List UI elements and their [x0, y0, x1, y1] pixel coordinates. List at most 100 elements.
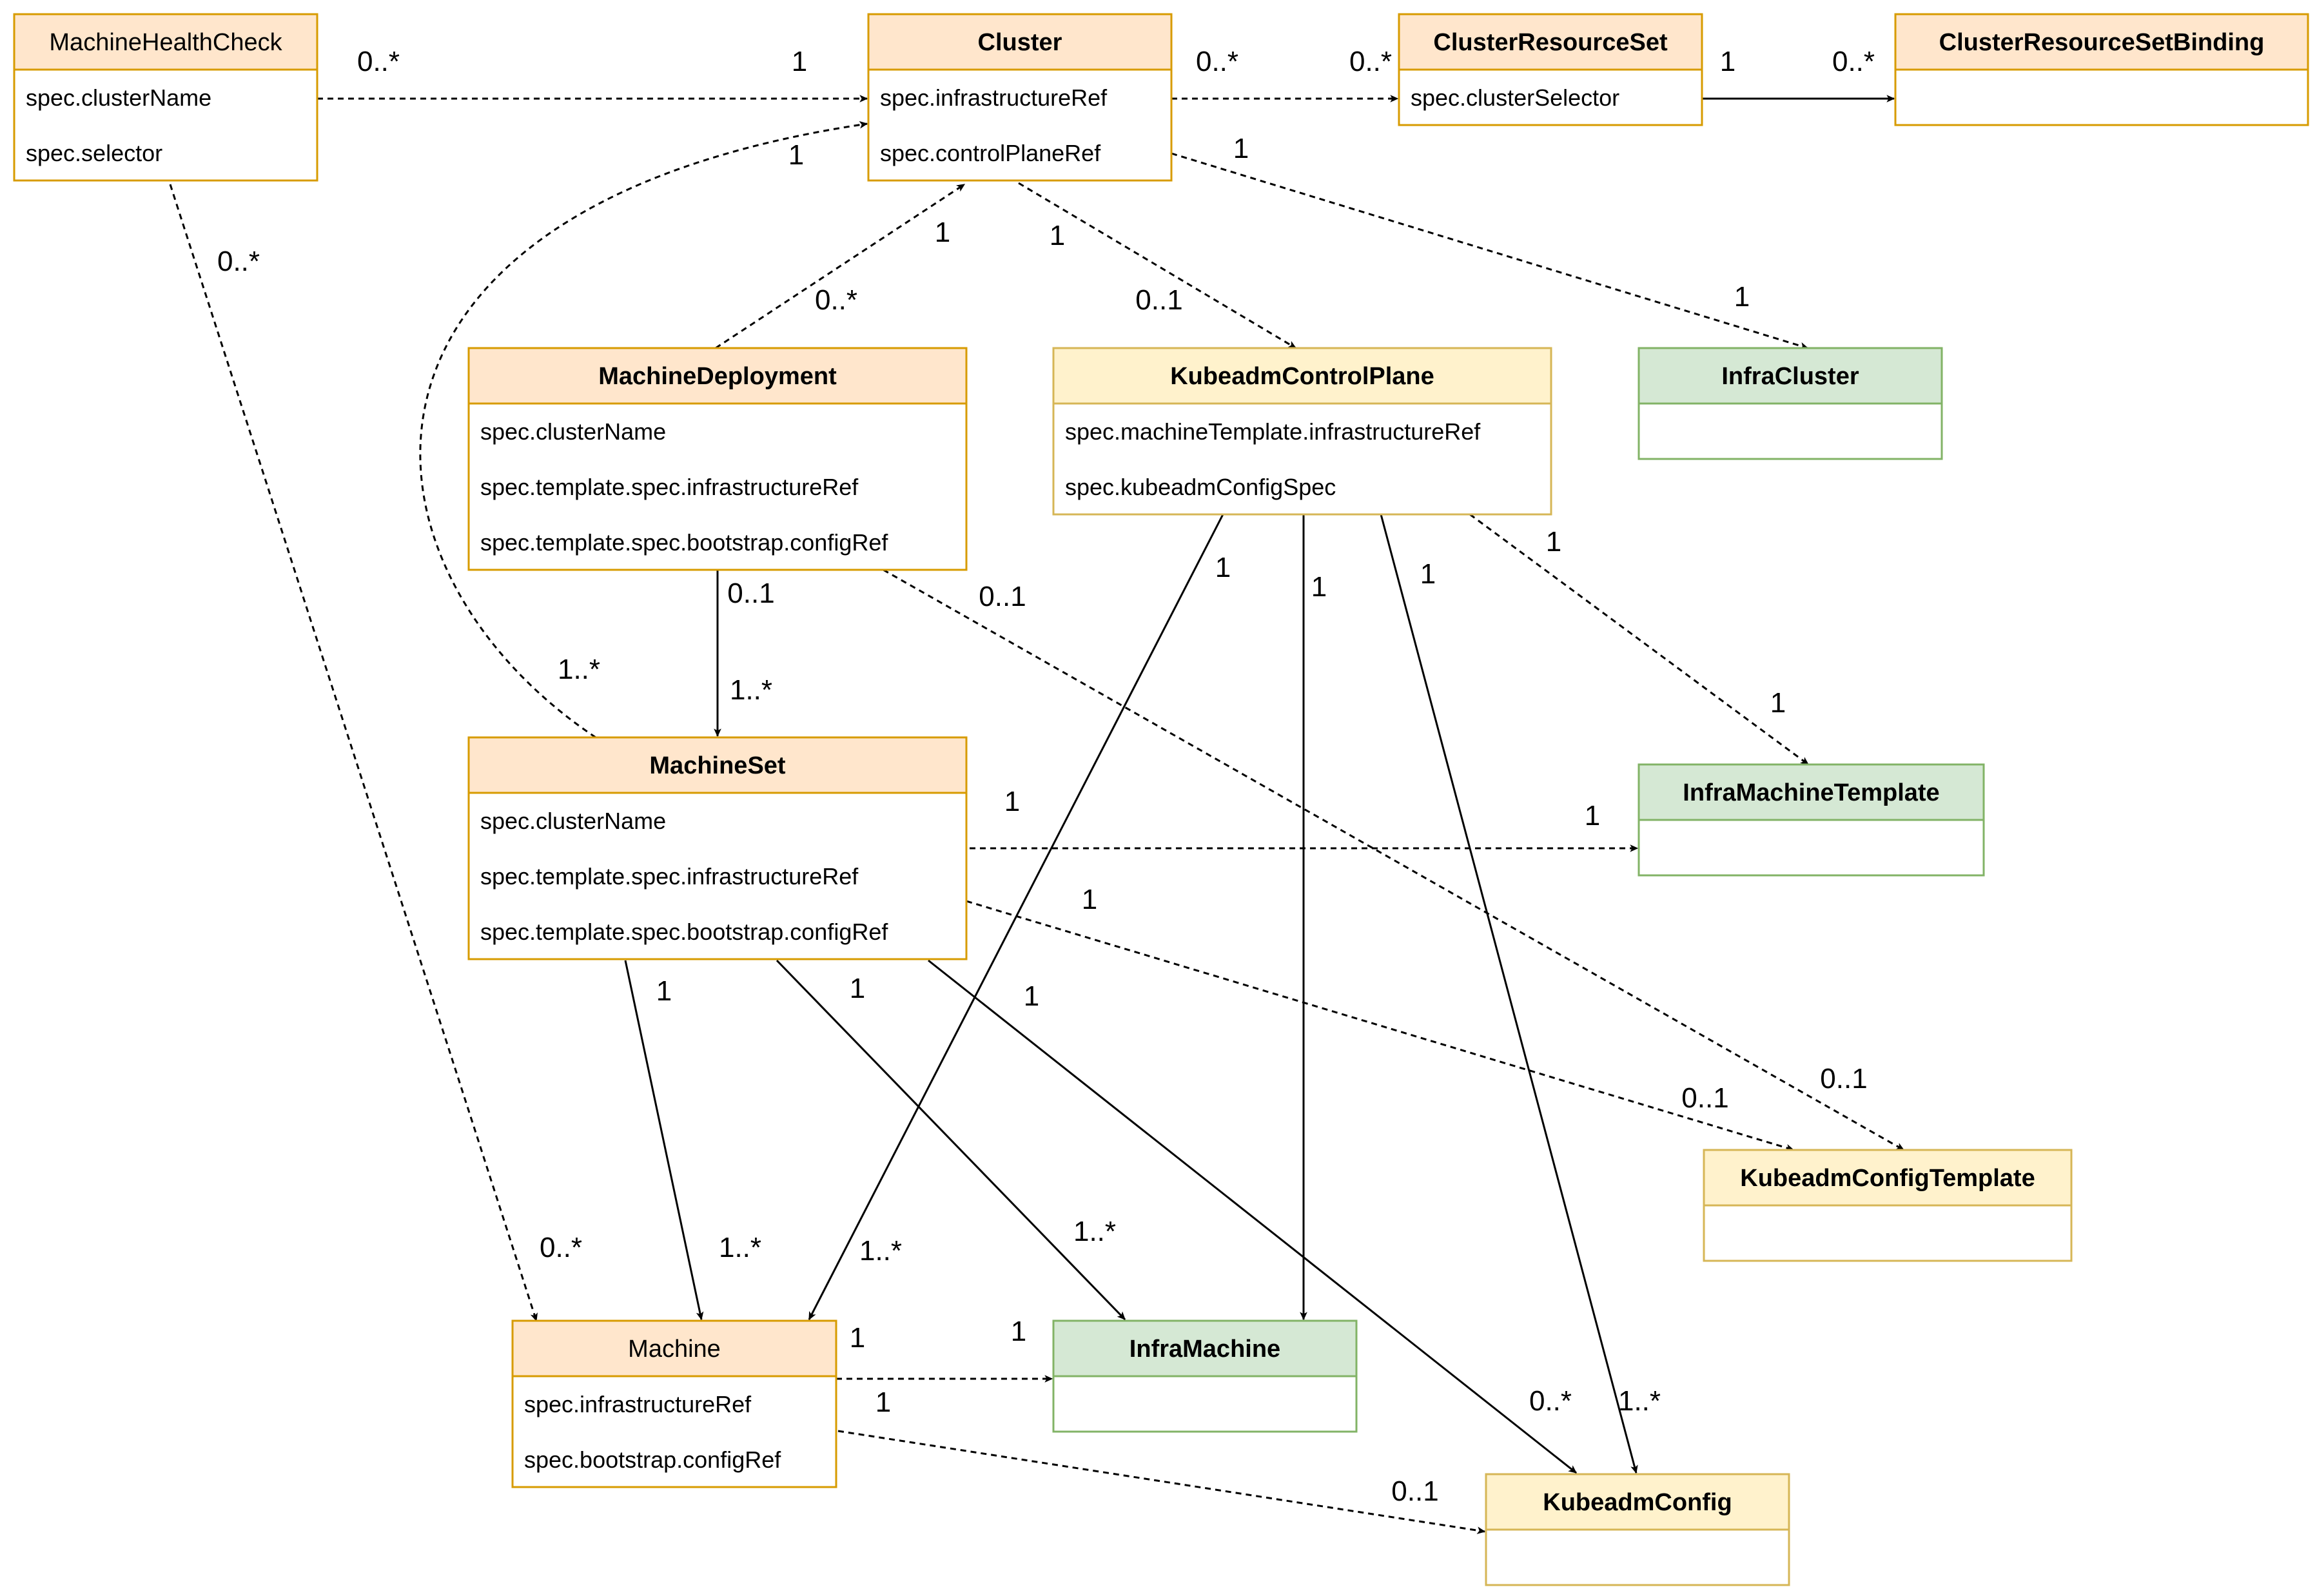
cluster-class-box: Clusterspec.infrastructureRefspec.contro…: [867, 13, 1173, 182]
clusterresourcesetbinding-title: ClusterResourceSetBinding: [1939, 29, 2265, 56]
multiplicity-label: 1: [1082, 884, 1097, 915]
kubeadmconfigtemplate-body: [1703, 1204, 2073, 1262]
machinedeployment-class-box: MachineDeployment spec.clusterName spec.te…: [467, 347, 968, 571]
machine-field: spec.infrastructureRef: [524, 1391, 752, 1417]
machinehealthcheck-field: spec.clusterName: [26, 84, 211, 111]
kubeadmcontrolplane-body: [1052, 402, 1552, 516]
machine-field: spec.bootstrap.configRef: [524, 1446, 781, 1473]
machinedeployment-field: spec.template.spec.infrastructureRef: [480, 474, 859, 500]
edge-machinehealthcheck-to-machine: [169, 184, 538, 1322]
multiplicity-label: 0..*: [357, 46, 400, 77]
multiplicity-label: 1: [1734, 281, 1750, 313]
multiplicity-label: 1: [850, 1322, 865, 1354]
edge-machine-to-kubeadmconfig: [837, 1430, 1486, 1534]
machine-body: [511, 1375, 837, 1488]
machine-title: Machine: [628, 1336, 721, 1363]
inframachinetemplate-title: InfraMachineTemplate: [1683, 779, 1939, 806]
multiplicity-label: 1: [788, 139, 804, 171]
kubeadmcontrolplane-header: [1052, 347, 1552, 405]
multiplicity-label: 1..*: [1618, 1385, 1661, 1417]
machinedeployment-field: spec.template.spec.bootstrap.configRef: [480, 529, 888, 556]
inframachinetemplate-body: [1638, 819, 1985, 877]
kubeadmcontrolplane-field: spec.machineTemplate.infrastructureRef: [1065, 418, 1481, 445]
multiplicity-label: 0..*: [217, 246, 260, 277]
kubeadmconfig-body: [1485, 1528, 1790, 1586]
multiplicity-label: 0..*: [1529, 1385, 1572, 1417]
cluster-title: Cluster: [978, 29, 1062, 56]
kubeadmconfig-class-box: KubeadmConfig: [1485, 1473, 1790, 1586]
inframachine-title: InfraMachine: [1129, 1336, 1280, 1363]
inframachine-class-box: InfraMachine: [1052, 1319, 1358, 1433]
machinedeployment-title: MachineDeployment: [598, 363, 837, 390]
edge-machineset-to-inframachine: [776, 959, 1126, 1321]
edge-machineset-to-machine: [624, 960, 704, 1321]
machinehealthcheck-title: MachineHealthCheck: [49, 29, 282, 56]
clusterresourceset-title: ClusterResourceSet: [1433, 29, 1668, 56]
machinedeployment-header: [467, 347, 968, 405]
infracluster-class-box: InfraCluster: [1638, 347, 1943, 460]
multiplicity-label: 0..*: [1349, 46, 1392, 77]
infracluster-header: [1638, 347, 1943, 405]
multiplicity-label: 1: [1770, 687, 1786, 719]
multiplicity-label: 1: [1011, 1316, 1026, 1347]
multiplicity-label: 0..1: [727, 578, 774, 609]
multiplicity-label: 0..*: [1832, 46, 1875, 77]
kubeadmconfigtemplate-class-box: KubeadmConfigTemplate: [1703, 1149, 2073, 1262]
edge-machineset-to-cluster: [419, 121, 868, 739]
clusterresourceset-field: spec.clusterSelector: [1411, 84, 1619, 111]
multiplicity-label: 1: [656, 975, 672, 1007]
machinedeployment-field: spec.clusterName: [480, 418, 666, 445]
machineset-header: [467, 736, 968, 794]
multiplicity-label: 1: [1233, 133, 1249, 164]
multiplicity-label: 1..*: [719, 1232, 761, 1263]
multiplicity-label: 1: [1024, 980, 1039, 1012]
multiplicity-label: 1: [792, 46, 807, 77]
machinehealthcheck-body: [13, 68, 318, 182]
edge-cluster-to-infracluster: [1171, 152, 1809, 350]
multiplicity-label: 1..*: [1073, 1216, 1116, 1247]
clusterresourceset-body: [1398, 68, 1703, 126]
inframachinetemplate-class-box: InfraMachineTemplate: [1638, 763, 1985, 877]
machine-header: [511, 1319, 837, 1377]
machineset-title: MachineSet: [649, 752, 786, 779]
multiplicity-label: 1: [1050, 220, 1065, 251]
machineset-field: spec.template.spec.bootstrap.configRef: [480, 919, 888, 945]
kubeadmconfigtemplate-header: [1703, 1149, 2073, 1207]
clusterresourceset-class-box: ClusterResourceSet spec.clusterSelector: [1398, 13, 1703, 126]
edge-machineset-to-kubeadmconfigtemplate: [966, 900, 1795, 1152]
clusterresourcesetbinding-header: [1894, 13, 2309, 71]
multiplicity-label: 1: [1215, 552, 1231, 583]
multiplicity-label: 1: [1546, 526, 1561, 558]
multiplicity-labels-layer: 0..* 1 0..* 0..* 1 0..* 1 1 1 0..1 0..* 1 1..* 1 0..* 0…: [217, 46, 1875, 1507]
multiplicity-label: 1: [1004, 786, 1020, 817]
machineset-class-box: MachineSet spec.clusterName spec.template.…: [467, 736, 968, 960]
clusterresourcesetbinding-class-box: ClusterResourceSetBinding: [1894, 13, 2309, 126]
infracluster-title: InfraCluster: [1721, 363, 1859, 390]
machineset-body: [467, 792, 968, 960]
edges-layer: [169, 95, 1905, 1534]
edge-machinedeployment-to-cluster: [715, 183, 966, 349]
multiplicity-label: 0..1: [1391, 1475, 1438, 1507]
inframachinetemplate-header: [1638, 763, 1985, 821]
kubeadmconfigtemplate-title: KubeadmConfigTemplate: [1740, 1165, 2035, 1192]
machinehealthcheck-field: spec.selector: [26, 140, 162, 166]
edge-machineset-to-kubeadmconfig: [928, 959, 1578, 1474]
multiplicity-label: 1..*: [859, 1235, 902, 1267]
machine-class-box: Machine spec.infrastructureRef spec.bootst…: [511, 1319, 837, 1488]
infracluster-body: [1638, 402, 1943, 460]
multiplicity-label: 1..*: [558, 654, 600, 685]
multiplicity-label: 1..*: [730, 674, 772, 706]
machineset-field: spec.clusterName: [480, 808, 666, 834]
multiplicity-label: 1: [850, 973, 865, 1004]
multiplicity-label: 1: [1420, 558, 1436, 590]
multiplicity-label: 0..1: [1820, 1063, 1867, 1095]
cluster-field: spec.infrastructureRef: [880, 84, 1108, 111]
cluster-body: [867, 68, 1173, 182]
multiplicity-label: 0..1: [1681, 1082, 1728, 1114]
multiplicity-label: 1: [1585, 800, 1600, 832]
kubeadmcontrolplane-class-box: KubeadmControlPlanespec.machineTemplate.…: [1052, 347, 1552, 516]
edge-cluster-to-kubeadmcontrolplane: [1018, 182, 1297, 349]
multiplicity-label: 1: [1311, 571, 1327, 603]
multiplicity-label: 0..*: [540, 1232, 582, 1263]
